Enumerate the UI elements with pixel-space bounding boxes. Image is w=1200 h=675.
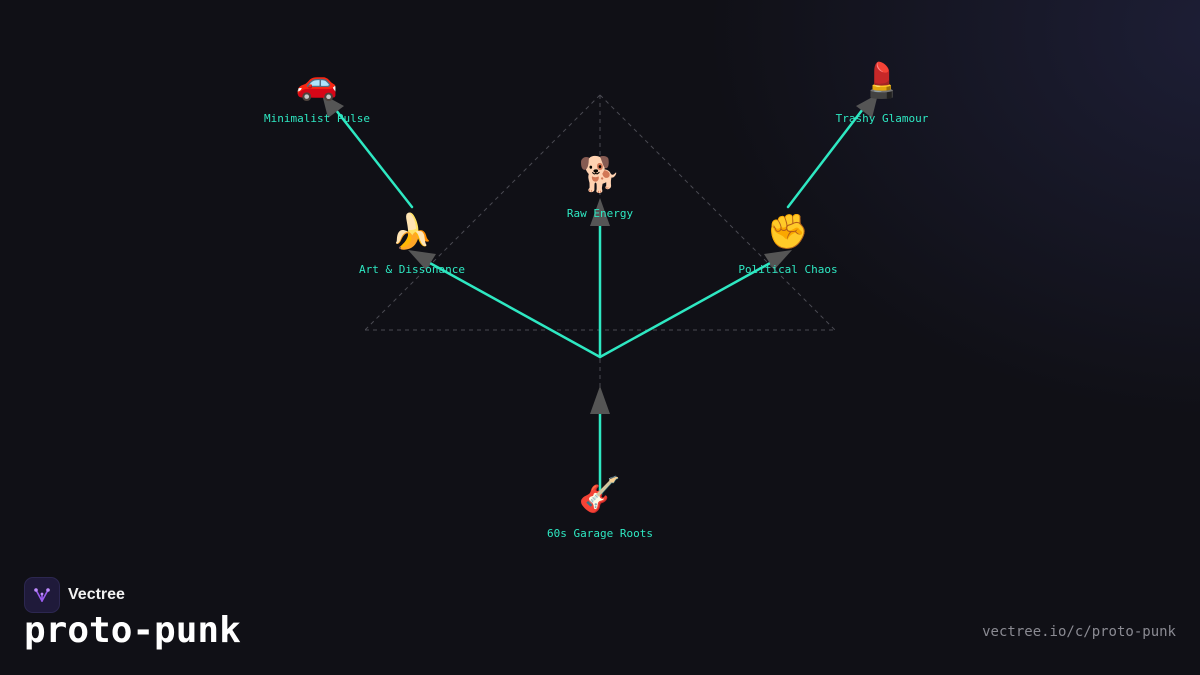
lipstick-icon: 💄 (860, 61, 904, 101)
arrowheads (322, 94, 878, 414)
arrowhead (764, 250, 792, 270)
node-label-minimalist-pulse[interactable]: Minimalist Pulse (264, 112, 370, 125)
node-label-raw-energy[interactable]: Raw Energy (566, 207, 634, 220)
vectree-logo-icon (24, 577, 60, 613)
brand[interactable]: Vectree (24, 577, 125, 613)
brand-name: Vectree (68, 586, 125, 603)
arrowhead (322, 94, 344, 118)
arrowhead (856, 94, 878, 118)
guitar-icon: 🎸 (578, 475, 622, 515)
arrowhead (590, 198, 610, 226)
page-title: proto-punk (24, 610, 241, 651)
node-label-trashy-glamour[interactable]: Trashy Glamour (835, 112, 929, 125)
node-label-garage-roots[interactable]: 60s Garage Roots (547, 527, 653, 540)
arrowhead (408, 250, 436, 270)
edge-hub-to-political-chaos (598, 260, 774, 359)
car-icon: 🚗 (295, 63, 339, 103)
dog-icon: 🐕 (578, 155, 622, 195)
edge-hub-to-art-dissonance (426, 260, 602, 359)
page-url[interactable]: vectree.io/c/proto-punk (982, 624, 1176, 640)
edge-art-to-minimalist-pulse (330, 103, 414, 209)
edge-political-to-trashy-glamour (786, 103, 868, 209)
edges (330, 103, 868, 492)
arrowhead (590, 386, 610, 414)
node-label-art-dissonance[interactable]: Art & Dissonance (359, 263, 465, 276)
raised-fist-icon: ✊ (766, 212, 810, 252)
node-label-political-chaos[interactable]: Political Chaos (738, 263, 838, 276)
banana-icon: 🍌 (390, 212, 434, 252)
